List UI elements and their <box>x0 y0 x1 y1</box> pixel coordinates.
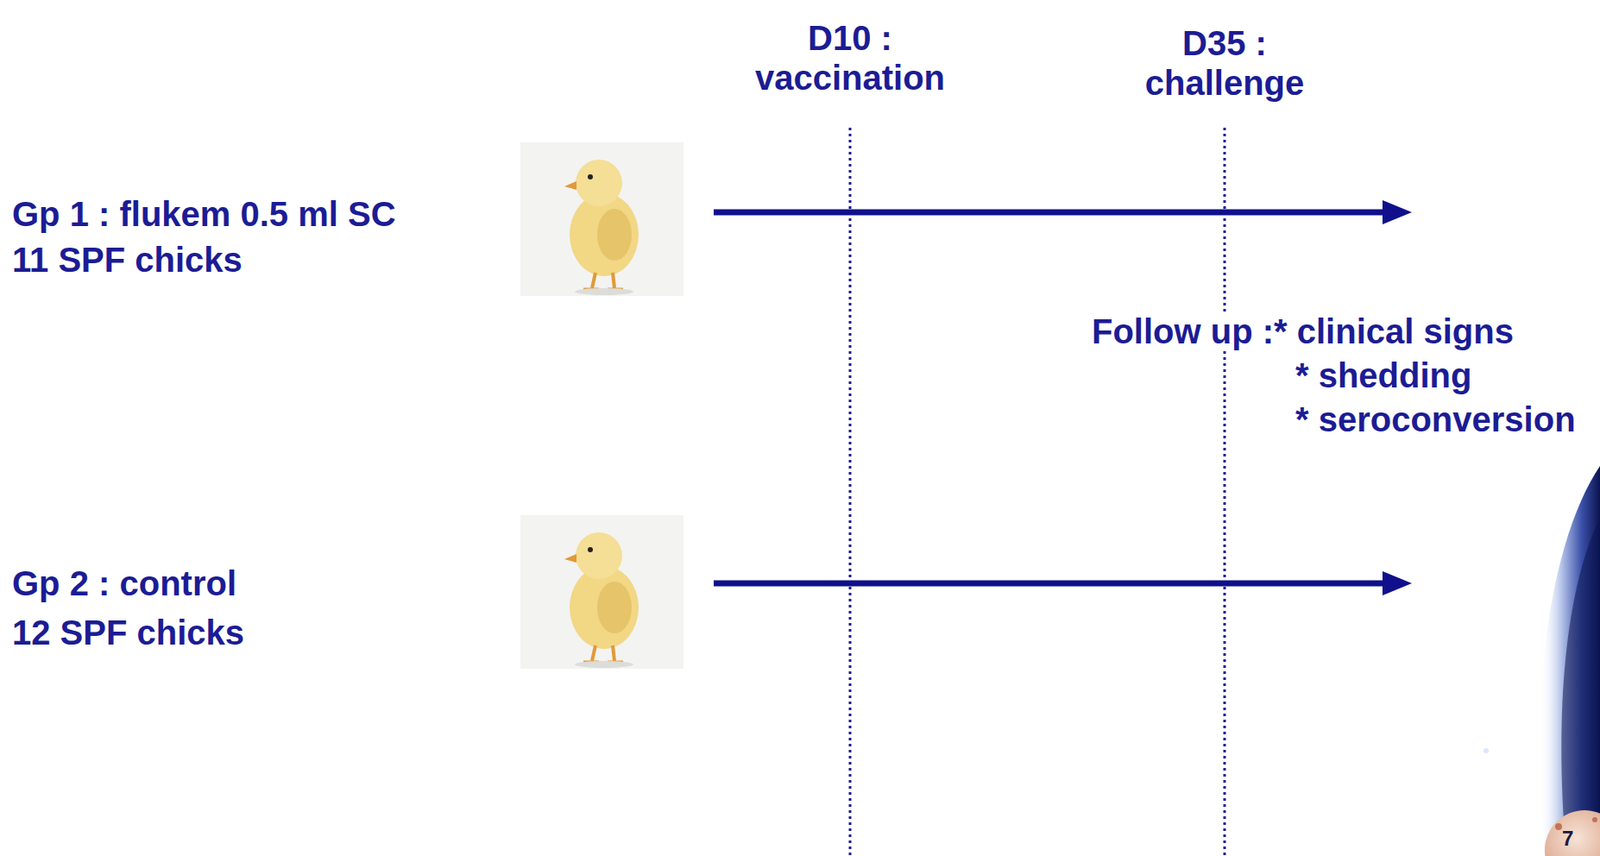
timeline-arrow <box>713 209 1386 216</box>
time-marker-label: D10 : vaccination <box>729 18 971 98</box>
decor-swoosh <box>1539 466 1600 856</box>
arrow-head <box>1382 571 1412 596</box>
group-label: Gp 1 : flukem 0.5 ml SC <box>9 194 399 234</box>
time-marker-line <box>849 127 852 856</box>
planet-spot <box>1555 823 1563 831</box>
follow-up-item: * seroconversion <box>1292 399 1579 440</box>
timeline-arrow <box>713 580 1386 587</box>
planet-spot <box>1592 817 1598 823</box>
decor-planet <box>1544 810 1600 856</box>
follow-up-note: Follow up :* clinical signs <box>1089 311 1517 352</box>
page-number: 7 <box>1562 826 1574 851</box>
group-size: 12 SPF chicks <box>9 612 247 653</box>
chick-illustration <box>520 142 684 297</box>
chick-illustration <box>520 515 684 669</box>
arrow-head <box>1382 200 1412 225</box>
follow-up-item: * shedding <box>1292 355 1475 396</box>
decor-star <box>1483 748 1489 754</box>
group-label: Gp 2 : control <box>9 563 240 604</box>
group-size: 11 SPF chicks <box>9 239 246 280</box>
decor-swoosh-glow <box>1561 517 1600 856</box>
time-marker-line <box>1223 127 1227 856</box>
time-marker-label: D35 : challenge <box>1103 23 1346 103</box>
